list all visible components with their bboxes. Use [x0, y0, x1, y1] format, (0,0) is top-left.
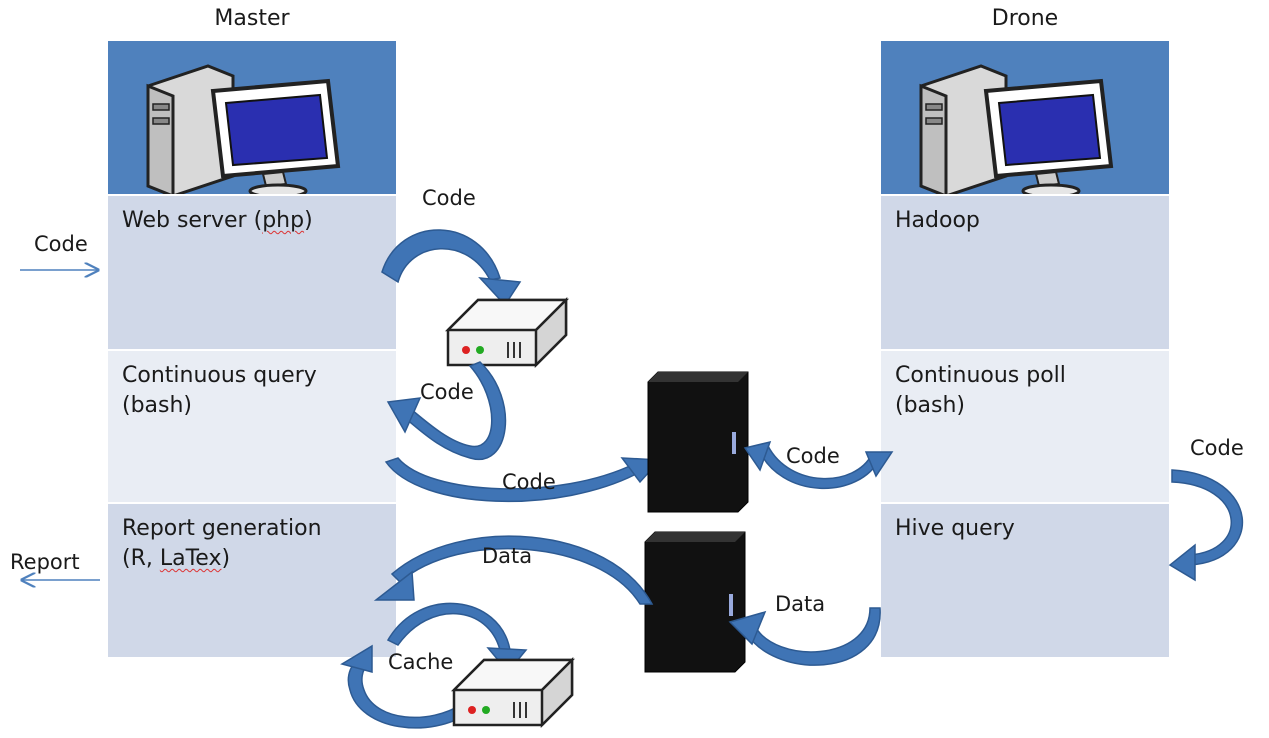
continuous-query-label: Continuous query [122, 363, 317, 388]
master-web-server-row: Web server (php) [108, 194, 396, 349]
report-generation-sub: (R, LaTex) [122, 544, 382, 574]
master-title: Master [214, 6, 290, 31]
master-report-row: Report generation (R, LaTex) [108, 502, 396, 657]
drone-hive-query-row: Hive query [881, 502, 1169, 657]
code-right-label: Code [1190, 436, 1244, 460]
drone-hadoop-row: Hadoop [881, 194, 1169, 349]
code-drone-link-label: Code [786, 444, 840, 468]
web-server-close: ) [304, 208, 313, 233]
continuous-poll-label: Continuous poll [895, 363, 1066, 388]
cache-arc-from-drive [340, 644, 472, 729]
cache-label: Cache [388, 650, 454, 674]
desktop-computer-icon [146, 64, 341, 194]
web-server-php: php [262, 208, 305, 233]
hard-drive-icon [450, 656, 576, 729]
report-sub-a: (R, [122, 546, 160, 571]
code-top-label: Code [422, 186, 476, 210]
code-bottom-label: Code [502, 470, 556, 494]
code-mid-label: Code [420, 380, 474, 404]
report-sub-c: ) [221, 546, 231, 571]
code-arc-to-query [386, 361, 507, 461]
hard-drive-icon [444, 296, 570, 369]
data-arc-to-drive [728, 607, 881, 666]
desktop-computer-icon [919, 64, 1114, 194]
report-out-label: Report [10, 550, 80, 574]
code-in-label: Code [34, 232, 88, 256]
external-drive-icon [644, 531, 746, 673]
code-arc-to-drive [381, 229, 522, 307]
code-arc-to-poll [743, 440, 894, 489]
web-server-label: Web server (php) [122, 208, 313, 233]
drone-computer-panel [881, 41, 1169, 194]
external-drive-icon [647, 371, 749, 513]
drone-title: Drone [991, 6, 1059, 31]
master-computer-panel [108, 41, 396, 194]
continuous-poll-sub: (bash) [895, 393, 966, 418]
master-continuous-query-row: Continuous query (bash) [108, 349, 396, 502]
hive-query-label: Hive query [895, 516, 1015, 541]
data-top-label: Data [482, 544, 533, 568]
data-arc-to-report [373, 535, 654, 605]
data-drone-link-label: Data [775, 592, 826, 616]
report-generation-label: Report generation [122, 516, 322, 541]
drone-continuous-poll-row: Continuous poll (bash) [881, 349, 1169, 502]
hadoop-label: Hadoop [895, 208, 980, 233]
report-sub-latex: LaTex [159, 546, 222, 571]
web-server-text: Web server ( [122, 208, 263, 233]
continuous-query-sub: (bash) [122, 393, 193, 418]
code-arc-to-hive [1168, 469, 1243, 582]
